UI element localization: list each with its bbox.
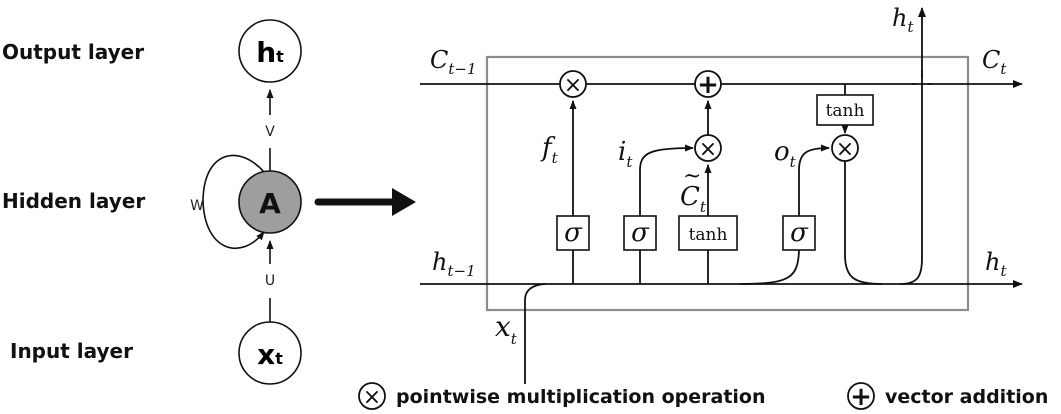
hidden-node-label: A [259, 187, 281, 220]
input-gate-line [639, 144, 694, 216]
input-node-label: xt [257, 338, 283, 371]
legend-add-text: vector addition [885, 386, 1048, 408]
input-mult-symbol: × [699, 137, 717, 162]
c-out-label: Ct [982, 46, 1007, 78]
candidate-tanh-label: tanh [689, 225, 728, 245]
cell-boundary [485, 55, 970, 312]
input-layer-label: Input layer [10, 339, 133, 363]
legend-add-symbol: + [850, 382, 872, 412]
forget-gate-label: ft [540, 133, 559, 167]
x-input-line [524, 283, 546, 384]
w-recurrent-loop [202, 154, 265, 249]
h-top-label: ht [892, 4, 914, 36]
output-mult-symbol: × [836, 137, 854, 162]
output-to-hidden-line [844, 161, 883, 285]
expand-arrow-head [392, 188, 416, 216]
h-up-line [899, 7, 926, 285]
output-node [238, 19, 302, 83]
output-layer-label: Output layer [2, 40, 144, 64]
input-sigma-symbol: σ [631, 218, 650, 248]
weight-v-label: V [265, 124, 275, 140]
legend-add-icon [847, 382, 875, 410]
x-in-label: xt [495, 310, 518, 348]
legend-mult-text: pointwise multiplication operation [396, 386, 766, 408]
input-gate-label: it [618, 137, 633, 171]
candidate-tilde: ~ [683, 164, 701, 189]
c-prev-label: Ct−1 [430, 46, 477, 78]
legend-mult-symbol: × [363, 385, 381, 410]
cell-tanh-label: tanh [826, 101, 865, 121]
output-gate-label: ot [774, 137, 797, 171]
lstm-cell-panel: σ × σ tanh × + σ tanh × [420, 4, 1023, 384]
output-gate-line [798, 144, 830, 216]
forget-sigma-box [556, 215, 590, 251]
output-node-label: ht [256, 36, 284, 69]
output-sigma-input [739, 249, 800, 285]
cell-add-symbol: + [697, 70, 719, 100]
h-out-label: ht [985, 248, 1007, 280]
rnn-panel: Output layer Hidden layer Input layer ht… [2, 19, 416, 385]
output-sigma-box [782, 215, 816, 251]
legend-mult-icon [358, 382, 386, 410]
input-sigma-box [623, 215, 657, 251]
forget-mult-node [559, 70, 587, 98]
candidate-tanh-box [678, 215, 738, 251]
hidden-layer-label: Hidden layer [2, 189, 145, 213]
output-sigma-symbol: σ [790, 218, 809, 248]
forget-mult-symbol: × [564, 73, 582, 98]
h-prev-label: ht−1 [432, 248, 476, 280]
cell-add-node [694, 70, 722, 98]
weight-w-label: W [190, 198, 204, 214]
legend: × pointwise multiplication operation + v… [358, 382, 1048, 412]
forget-sigma-symbol: σ [564, 218, 583, 248]
weight-u-label: U [265, 273, 275, 289]
candidate-label: Ct [680, 182, 707, 216]
